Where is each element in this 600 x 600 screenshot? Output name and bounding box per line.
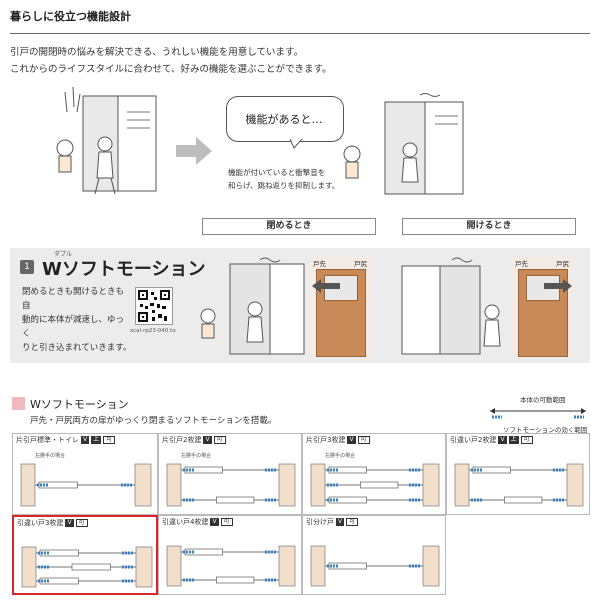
spec-tag: V [336, 518, 345, 526]
door-track-diagram [166, 463, 296, 507]
feature-number-badge: 1 [20, 260, 34, 274]
spec-tag: V [498, 436, 507, 444]
spec-tag: V [81, 436, 90, 444]
door-type-name: 引分け戸 [306, 518, 334, 526]
spec-tag: 可 [520, 436, 533, 444]
wsoft-title: Wソフトモーション [30, 398, 129, 411]
feature-desc-line-3: りと引き込まれていきます。 [22, 343, 132, 353]
spec-tag: 可 [357, 436, 370, 444]
spec-tag: 可 [103, 436, 116, 444]
bubble-tail [290, 139, 303, 149]
speech-bubble [226, 96, 344, 142]
spec-tag: V [210, 518, 219, 526]
door-type-name: 引違い戸3枚建 [17, 519, 64, 527]
door-type-note: 左勝手の場合 [325, 453, 356, 459]
door-type-name: 片引戸標準・トイレ [16, 436, 79, 444]
qr-code-icon[interactable] [135, 287, 173, 325]
photo-left-label-end: 戸尻 [354, 260, 367, 268]
spec-tag: 可 [75, 519, 88, 527]
spec-tag: V [203, 436, 212, 444]
door-photo-close: 戸先 戸尻 [310, 257, 370, 357]
door-track-diagram [454, 463, 584, 507]
label-open: 開けるとき [402, 218, 576, 235]
door-closed-illustration [343, 93, 464, 195]
feature-door-open-illustration [401, 257, 501, 355]
intro-line-2: これからのライフスタイルに合わせて、好みの機能を選ぶことができます。 [10, 64, 332, 75]
spec-tag: 可 [346, 518, 359, 526]
feature-desc-line-1: 閉めるときも開けるときも自 [22, 287, 125, 311]
spec-tag: V [65, 519, 74, 527]
door-type-note: 左勝手の場合 [181, 453, 212, 459]
feature-ruby: ダブル [54, 251, 73, 258]
spec-tag: 上 [91, 436, 102, 444]
bubble-caption-1: 機能が付いていると衝撃音を [228, 168, 326, 177]
intro-line-1: 引戸の開閉時の悩みを解決できる、うれしい機能を用意しています。 [10, 47, 304, 58]
door-type-name: 片引戸2枚建 [162, 436, 202, 444]
door-type-name: 引違い戸4枚建 [162, 518, 209, 526]
door-type-note: 左勝手の場合 [35, 453, 66, 459]
door-track-diagram [310, 545, 440, 587]
feature-description: 閉めるときも開けるときも自 動的に本体が減速し、ゆっく りと引き込まれていきます… [22, 285, 132, 355]
arrow-right-small-icon [544, 279, 572, 293]
door-track-diagram [20, 463, 152, 507]
door-track-diagram [310, 463, 440, 507]
photo-right-label-end: 戸尻 [556, 260, 569, 268]
door-type-name: 引違い戸2枚建 [450, 436, 497, 444]
spec-tag: V [347, 436, 356, 444]
door-type-name: 片引戸3枚建 [306, 436, 346, 444]
door-track-diagram [21, 546, 153, 588]
door-photo-open: 戸先 戸尻 [512, 257, 572, 357]
speech-bubble-text: 機能があると… [245, 113, 323, 126]
legend-diagram [490, 408, 586, 419]
wsoft-description: 戸先・戸尻両方の扉がゆっくり閉まるソフトモーションを搭載。 [30, 416, 277, 426]
spec-tag: 可 [220, 518, 233, 526]
photo-right-label-tip: 戸先 [515, 260, 528, 268]
pink-marker [12, 397, 25, 410]
bubble-caption-2: 和らげ、跳ね返りを抑制します。 [228, 181, 340, 190]
spec-tag: 上 [508, 436, 519, 444]
feature-door-close-illustration [200, 257, 305, 355]
feature-desc-line-2: 動的に本体が減速し、ゆっく [22, 315, 125, 339]
spec-tag: 可 [213, 436, 226, 444]
section-title: 暮らしに役立つ機能設計 [10, 10, 131, 23]
arrow-right-icon [176, 137, 212, 165]
arrow-left-icon [312, 279, 340, 293]
feature-title: Wソフトモーション [42, 259, 206, 280]
photo-left-label-tip: 戸先 [313, 260, 326, 268]
qr-caption: xcal-rp23-040.to [130, 328, 176, 334]
label-close: 閉めるとき [202, 218, 376, 235]
section-divider [10, 33, 590, 34]
legend-range-label: 本体の可動範囲 [520, 396, 566, 404]
door-closing-illustration [56, 86, 157, 195]
door-track-diagram [166, 545, 296, 587]
